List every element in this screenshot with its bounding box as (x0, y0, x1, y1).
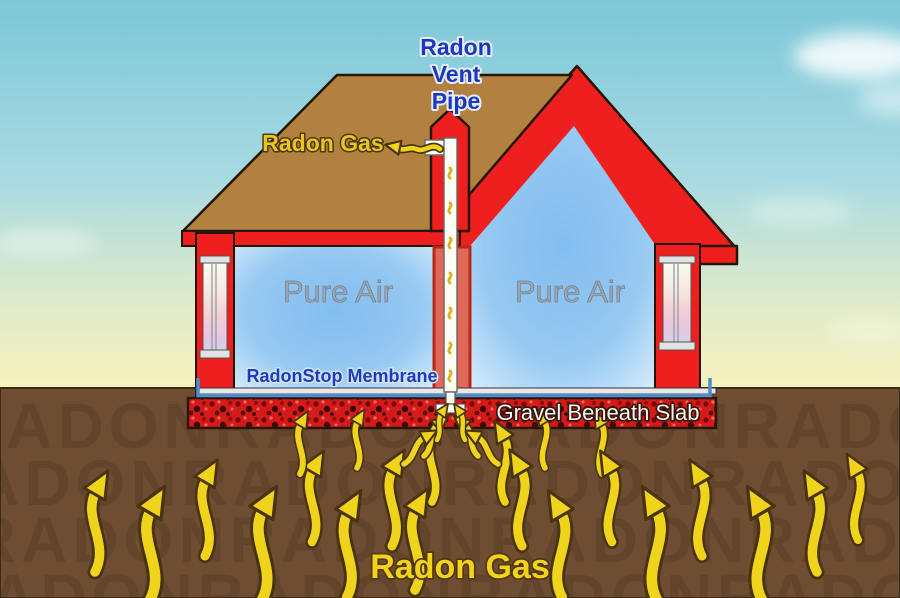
house (181, 64, 739, 472)
vent-pipe (424, 137, 466, 414)
pipe-suction-fitting-bar (435, 403, 466, 414)
left-room-pure-air (234, 247, 434, 390)
labels: Radon Vent Pipe Radon Gas Pure Air Pure … (245, 32, 701, 588)
pure-air-right-label: Pure Air (515, 274, 625, 309)
membrane-label: RadonStop Membrane (246, 366, 437, 386)
right-room-pure-air (470, 126, 656, 390)
left-eave-fascia (181, 230, 461, 247)
gravel-label: Gravel Beneath Slab (496, 400, 699, 425)
vent-pipe-label-line2: Vent (432, 61, 481, 87)
pipe-radon-flow (447, 166, 453, 383)
pure-air-left-label: Pure Air (283, 274, 393, 309)
left-window (199, 255, 231, 359)
vent-pipe-label-line1: Radon (420, 34, 492, 60)
right-eave-corner (695, 244, 739, 266)
vent-pipe-label-line3: Pipe (432, 88, 481, 114)
radon-exit-arrow (384, 139, 444, 156)
radon-gas-bottom-label: Radon Gas (370, 548, 549, 586)
right-window (658, 255, 696, 351)
radon-gas-top-label: Radon Gas (262, 130, 383, 156)
